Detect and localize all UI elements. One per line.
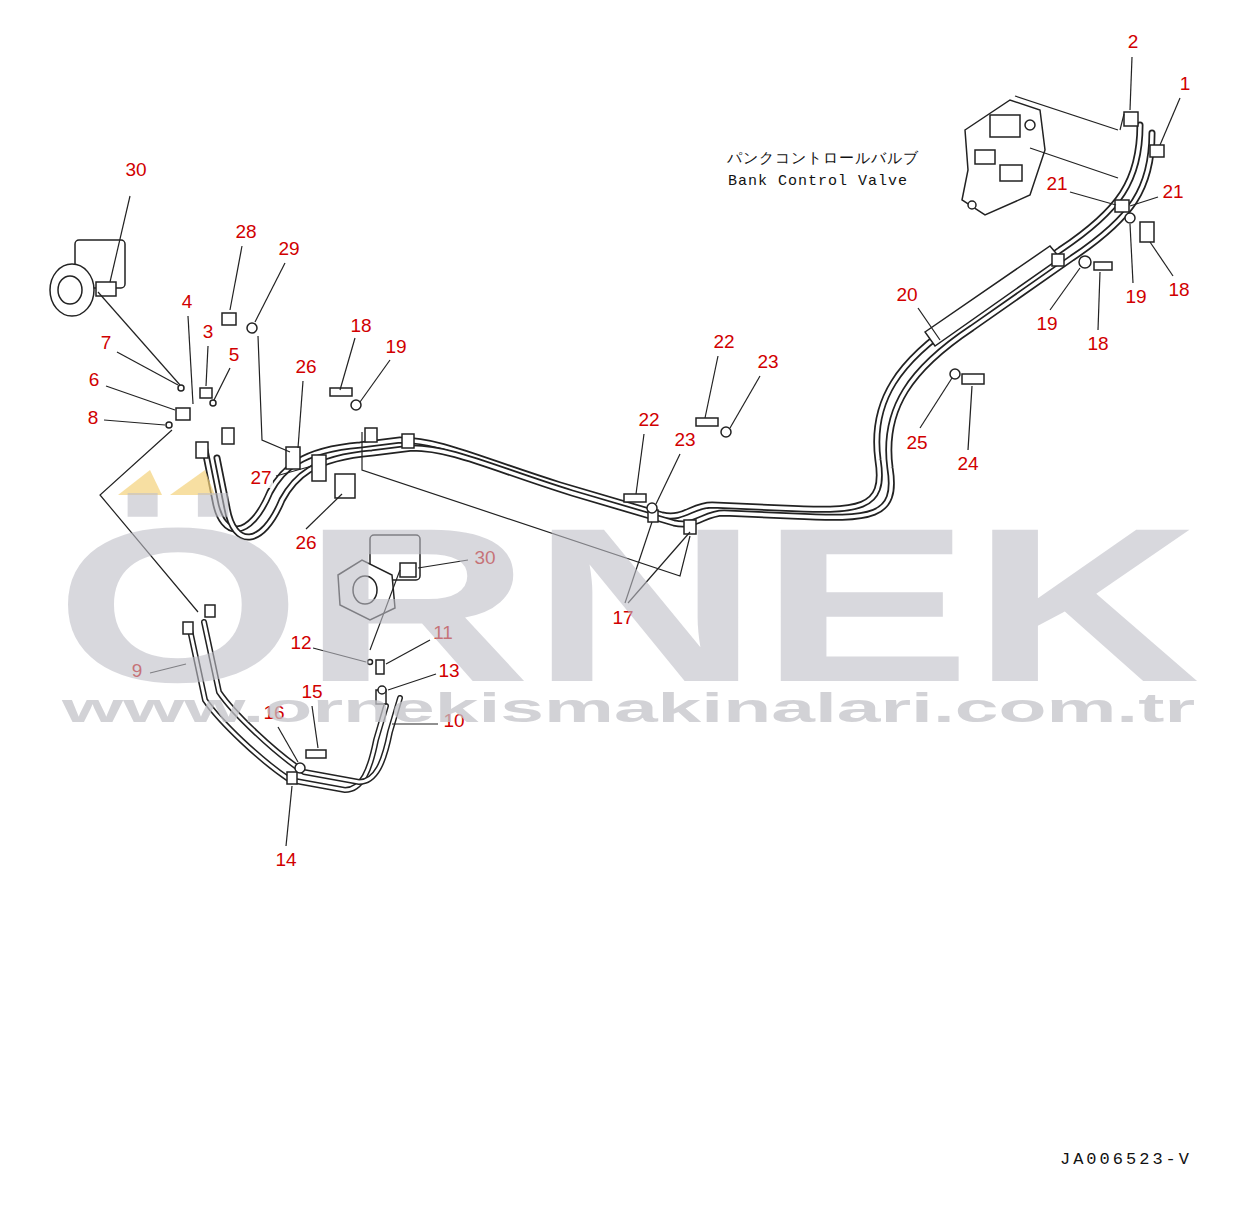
callout-number: 27 <box>249 468 272 489</box>
callout-number: 20 <box>895 285 918 306</box>
callout-number: 19 <box>1124 287 1147 308</box>
callout-number: 29 <box>277 239 300 260</box>
callout-number: 1 <box>1179 74 1192 95</box>
callout-number: 25 <box>905 433 928 454</box>
watermark-url: www.ornekismakinalari.com.tr <box>62 688 1195 728</box>
callout-number: 18 <box>1086 334 1109 355</box>
callout-number: 26 <box>294 357 317 378</box>
callout-number: 23 <box>673 430 696 451</box>
watermark: ÖRNEK <box>55 495 1200 715</box>
callout-number: 21 <box>1161 182 1184 203</box>
callout-number: 28 <box>234 222 257 243</box>
callout-number: 24 <box>956 454 979 475</box>
component-name: Bank Control Valve <box>728 174 908 191</box>
callout-number: 7 <box>100 333 113 354</box>
callout-number: 5 <box>228 345 241 366</box>
callout-number: 22 <box>637 410 660 431</box>
callout-number: 2 <box>1127 32 1140 53</box>
component-name: パンクコントロールバルブ <box>727 150 919 167</box>
callout-number: 14 <box>274 850 297 871</box>
callout-number: 18 <box>349 316 372 337</box>
callout-number: 3 <box>202 322 215 343</box>
callout-number: 30 <box>124 160 147 181</box>
callout-number: 19 <box>384 337 407 358</box>
callout-number: 19 <box>1035 314 1058 335</box>
drawing-code: JA006523-V <box>1060 1151 1192 1170</box>
callout-number: 8 <box>87 408 100 429</box>
callout-number: 6 <box>88 370 101 391</box>
callout-number: 23 <box>756 352 779 373</box>
callout-number: 18 <box>1167 280 1190 301</box>
callout-number: 4 <box>181 292 194 313</box>
callout-number: 21 <box>1045 174 1068 195</box>
callout-number: 22 <box>712 332 735 353</box>
